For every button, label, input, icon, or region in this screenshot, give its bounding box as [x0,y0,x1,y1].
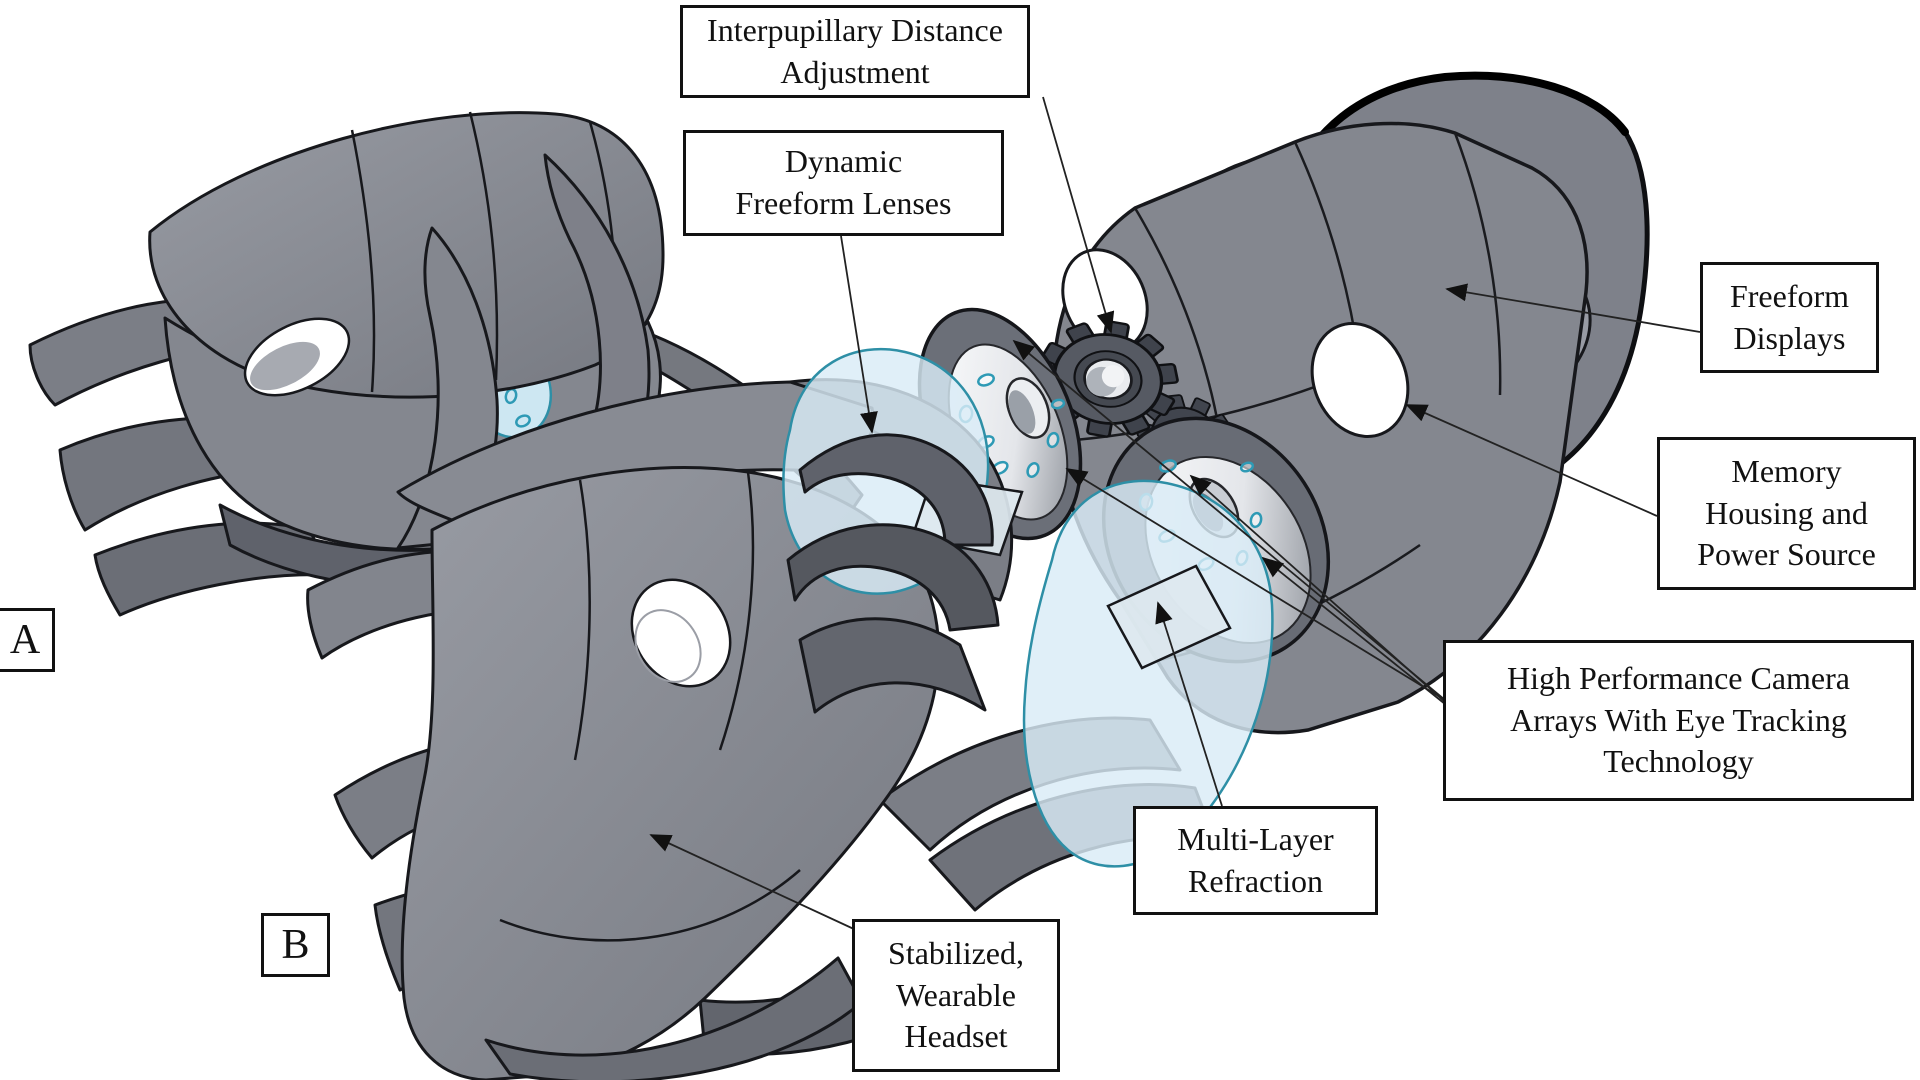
leader-camera-2 [1065,468,1446,701]
callout-camera-arrays-eye-tracking: High Performance Camera Arrays With Eye … [1443,640,1914,801]
headset-b-front-arm [786,433,1000,714]
callout-multi-layer-refraction: Multi-Layer Refraction [1133,806,1378,915]
panel-label-b: B [261,913,330,977]
leader-memory-housing [1405,404,1658,517]
leader-lines [649,96,1701,931]
callout-dynamic-freeform-lenses: Dynamic Freeform Lenses [683,130,1004,236]
leader-stabilized [649,834,857,931]
leader-multilayer [1155,601,1223,807]
leader-dynamic-lenses [840,235,878,434]
callout-stabilized-wearable-headset: Stabilized, Wearable Headset [852,919,1060,1072]
panel-label-a: A [0,608,55,672]
leader-camera-3 [1189,474,1446,703]
leader-camera-1 [1012,339,1446,701]
callout-memory-housing-power-source: Memory Housing and Power Source [1657,437,1916,590]
headset-b-shell [306,378,1217,1080]
leader-camera-4 [1261,556,1446,705]
callout-interpupillary-distance-adjustment: Interpupillary Distance Adjustment [680,5,1030,98]
ipd-gear-main [1037,320,1179,438]
leader-ipd [1042,96,1115,334]
callout-freeform-displays: Freeform Displays [1700,262,1879,373]
leader-freeform-displays [1445,283,1701,333]
